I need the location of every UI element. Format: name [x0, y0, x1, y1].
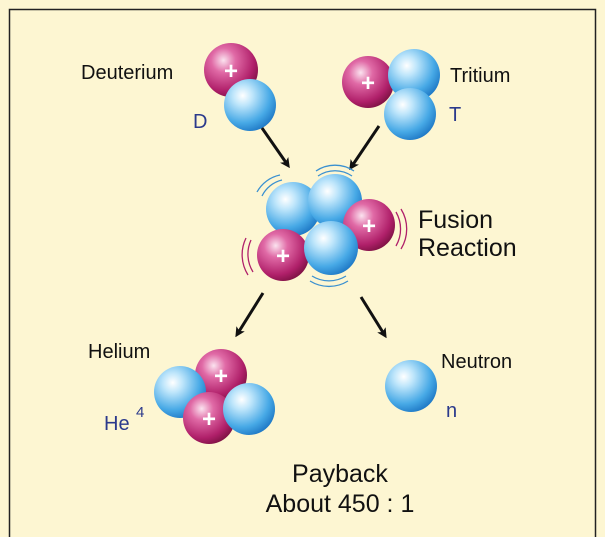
payback-label-line2: About 450 : 1: [266, 490, 415, 518]
fusion-label-line2: Reaction: [418, 234, 517, 262]
neutron-particle: [384, 88, 436, 140]
helium-label: Helium: [88, 341, 150, 363]
proton-plus-sign: +: [361, 70, 375, 97]
vibration-lines-left: [241, 237, 254, 276]
proton-plus-sign: +: [214, 363, 228, 390]
deuterium-nucleus: +: [204, 43, 276, 131]
helium-nucleus: + +: [154, 349, 275, 444]
arrow-fusion-to-neutron: [359, 296, 387, 339]
helium-symbol: He: [104, 413, 130, 435]
proton-plus-sign: +: [362, 213, 376, 240]
neutron-particle: [224, 79, 276, 131]
deuterium-symbol: D: [193, 111, 207, 133]
vibration-lines-top: [315, 164, 355, 177]
proton-particle: [183, 392, 235, 444]
arrow-deuterium-to-fusion: [260, 127, 290, 169]
neutron-particle: [388, 49, 440, 101]
free-neutron-particle: [385, 360, 437, 412]
proton-plus-sign: +: [276, 243, 290, 270]
vibration-lines-right: [395, 208, 408, 250]
neutron-symbol: n: [446, 400, 457, 422]
vibration-lines-top-left: [256, 174, 283, 197]
neutron-label: Neutron: [441, 351, 512, 373]
frame-border: [8, 8, 597, 537]
proton-plus-sign: +: [224, 58, 238, 85]
neutron-particle: [223, 383, 275, 435]
proton-particle: [342, 56, 394, 108]
payback-label-line1: Payback: [292, 460, 388, 488]
arrow-fusion-to-helium: [235, 292, 265, 338]
fusion-cluster: + +: [241, 164, 408, 288]
deuterium-label: Deuterium: [81, 62, 173, 84]
helium-mass-number: 4: [136, 404, 144, 421]
tritium-symbol: T: [449, 104, 461, 126]
proton-particle: [257, 229, 309, 281]
arrow-tritium-to-fusion: [349, 125, 381, 171]
vibration-lines-bottom: [309, 275, 349, 288]
neutron-particle: [266, 182, 320, 236]
tritium-nucleus: +: [342, 49, 440, 140]
neutron-particle: [304, 221, 358, 275]
fusion-label-line1: Fusion: [418, 206, 493, 234]
proton-plus-sign: +: [202, 406, 216, 433]
tritium-label: Tritium: [450, 65, 510, 87]
